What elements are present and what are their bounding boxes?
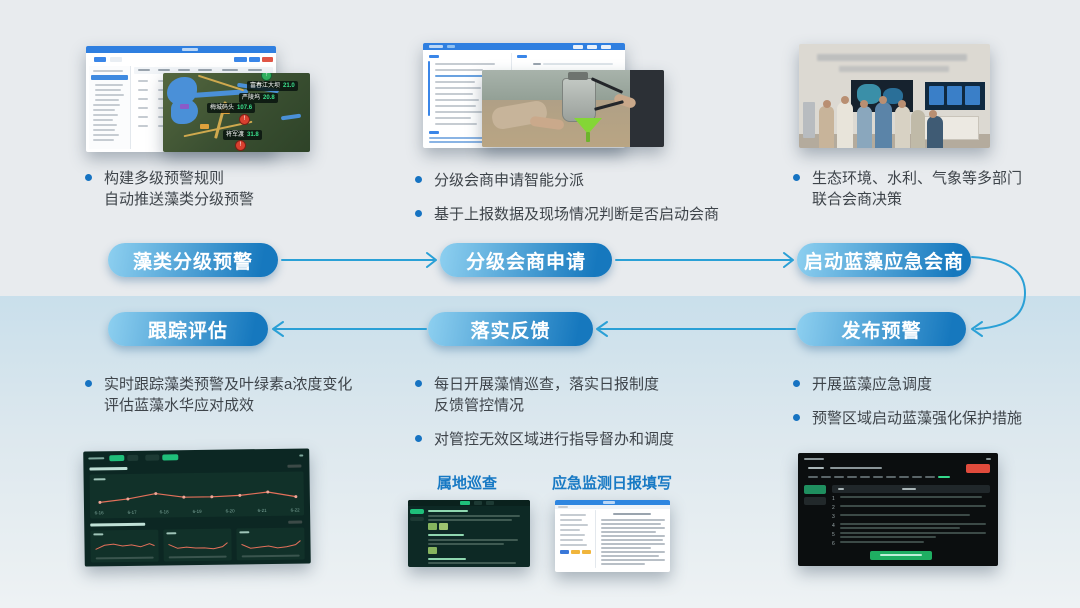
chlorophyll-trend-line-chart (98, 490, 298, 504)
flow-node-label: 发布预警 (841, 320, 922, 342)
map-marker-red-icon: ! (239, 114, 250, 125)
bullet-dot-icon (793, 380, 800, 387)
patrol-feed-screenshot (408, 500, 530, 567)
bullet-dot-icon (793, 414, 800, 421)
bullet-dot-icon (85, 174, 92, 181)
consult-sampling-photo (482, 70, 664, 147)
flow-node-start-emergency-consult: 启动蓝藻应急会商 (797, 243, 971, 277)
publish-bullets: 开展蓝藻应急调度 预警区域启动蓝藻强化保护措施 (793, 374, 1073, 442)
green-funnel (574, 118, 602, 134)
bullet-text: 生态环境、水利、气象等多部门 (812, 170, 1023, 187)
flow-node-label: 落实反馈 (470, 320, 551, 342)
flow-node-label: 藻类分级预警 (132, 251, 253, 273)
bullet-text: 预警区域启动蓝藻强化保护措施 (812, 410, 1023, 427)
bullet-text: 对管控无效区域进行指导督办和调度 (434, 431, 675, 448)
bullet-text: 基于上报数据及现场情况判断是否启动会商 (434, 206, 720, 223)
flow-node-consult-request: 分级会商申请 (440, 243, 612, 277)
flow-node-label: 跟踪评估 (147, 320, 228, 342)
warning-bullets: 构建多级预警规则 自动推送藻类分级预警 (85, 168, 385, 223)
flow-node-algae-grading-warning: 藻类分级预警 (108, 243, 278, 277)
bullet-text: 评估蓝藻水华应对成效 (104, 397, 255, 414)
bullet-text: 构建多级预警规则 (104, 170, 225, 187)
flow-node-implement-feedback: 落实反馈 (428, 312, 593, 346)
bullet-text: 分级会商申请智能分派 (434, 172, 585, 189)
bullet-dot-icon (85, 380, 92, 387)
patrol-sublabel: 属地巡查 (437, 475, 498, 492)
report-row-list: 1 2 3 4 5 6 (832, 496, 990, 550)
feedback-bullets: 每日开展藻情巡查，落实日报制度 反馈管控情况 对管控无效区域进行指导督办和调度 (415, 374, 735, 463)
bullet-text: 开展蓝藻应急调度 (812, 376, 933, 393)
bullet-text: 自动推送藻类分级预警 (104, 191, 255, 208)
flow-node-tracking-evaluation: 跟踪评估 (108, 312, 268, 346)
arrowhead-right-1 (426, 252, 437, 268)
map-marker-red-icon: ! (235, 140, 246, 151)
bullet-text: 联合会商决策 (812, 191, 903, 208)
dispatch-report-screenshot: 1 2 3 4 5 6 (798, 453, 998, 566)
consult-bullets: 分级会商申请智能分派 基于上报数据及现场情况判断是否启动会商 (415, 170, 735, 238)
arrowhead-right-2 (783, 252, 794, 268)
bullet-dot-icon (415, 435, 422, 442)
bullet-dot-icon (415, 176, 422, 183)
bullet-text: 实时跟踪藻类预警及叶绿素a浓度变化 (104, 376, 353, 393)
bullet-dot-icon (793, 174, 800, 181)
bullet-dot-icon (415, 380, 422, 387)
daily-report-sublabel: 应急监测日报填写 (552, 475, 673, 492)
daily-report-doc-screenshot (555, 500, 670, 572)
decision-meeting-photo (799, 44, 990, 148)
flow-node-label: 启动蓝藻应急会商 (803, 251, 964, 273)
bullet-text: 每日开展藻情巡查，落实日报制度 (434, 376, 660, 393)
flow-node-label: 分级会商申请 (465, 251, 586, 273)
decision-bullets: 生态环境、水利、气象等多部门 联合会商决策 (793, 168, 1063, 223)
tracking-bullets: 实时跟踪藻类预警及叶绿素a浓度变化 评估蓝藻水华应对成效 (85, 374, 405, 429)
map-marker-green-icon: ↑ (261, 73, 272, 81)
bullet-text: 反馈管控情况 (434, 397, 525, 414)
bullet-dot-icon (415, 210, 422, 217)
flow-node-publish-warning: 发布预警 (797, 312, 966, 346)
